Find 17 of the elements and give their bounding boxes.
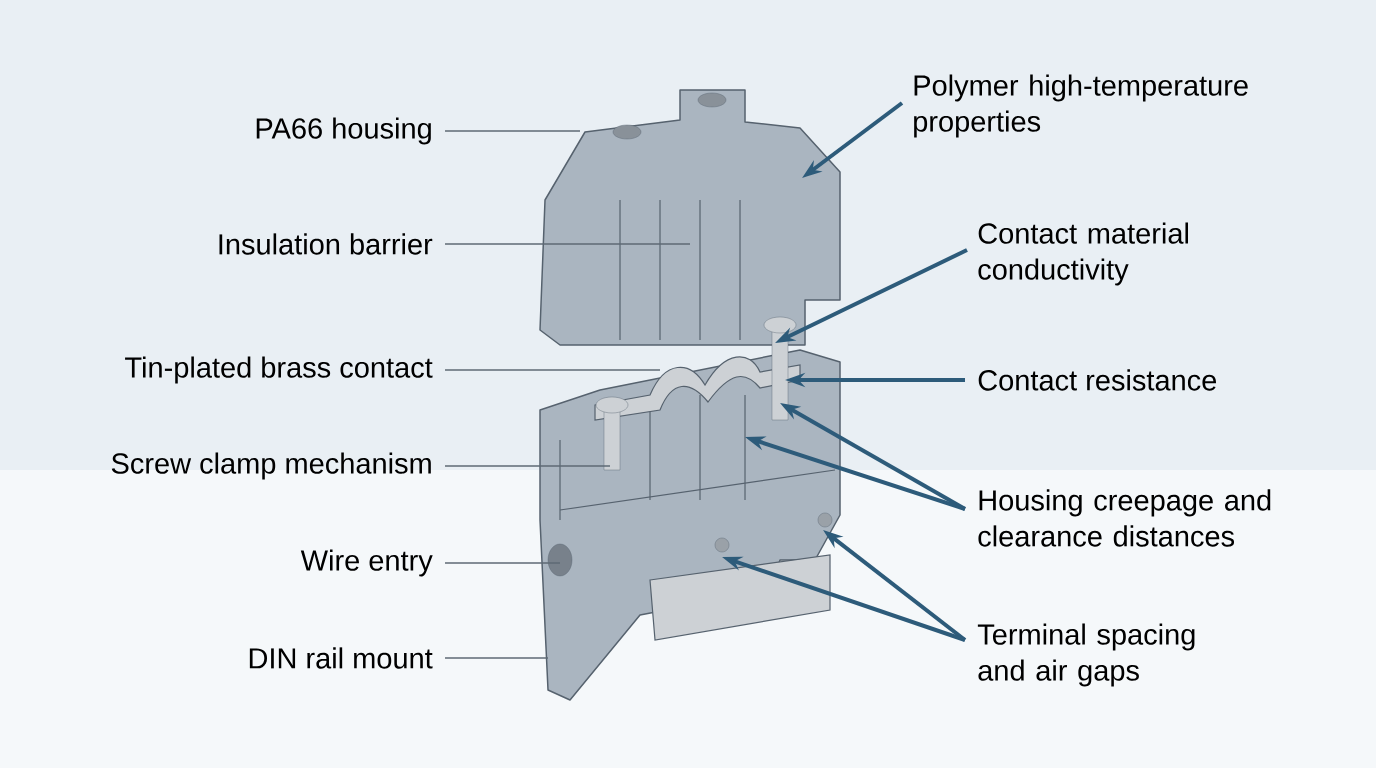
- callout-label: Insulation barrier: [219, 233, 433, 255]
- callout-label: Wire entry: [300, 549, 433, 577]
- leader-line: [444, 562, 561, 564]
- leader-line: [444, 657, 549, 659]
- callout-label: Screw clamp mechanism: [111, 452, 431, 480]
- callout-label: Terminal spacing and air gaps: [977, 623, 1195, 687]
- callout-label: DIN rail mount: [249, 647, 433, 669]
- leader-line: [444, 465, 611, 467]
- callout-label: Contact resistance: [978, 369, 1217, 391]
- callout-label: Polymer high-temperature properties: [914, 74, 1248, 138]
- callout-label: Tin-plated brass contact: [125, 356, 433, 384]
- callout-label: Contact material conductivity: [978, 222, 1188, 286]
- leader-line: [444, 369, 661, 371]
- leader-line: [444, 243, 691, 245]
- leader-line: [444, 130, 581, 132]
- callout-label: PA66 housing: [256, 117, 431, 145]
- callout-label: Housing creepage and clearance distances: [978, 489, 1271, 547]
